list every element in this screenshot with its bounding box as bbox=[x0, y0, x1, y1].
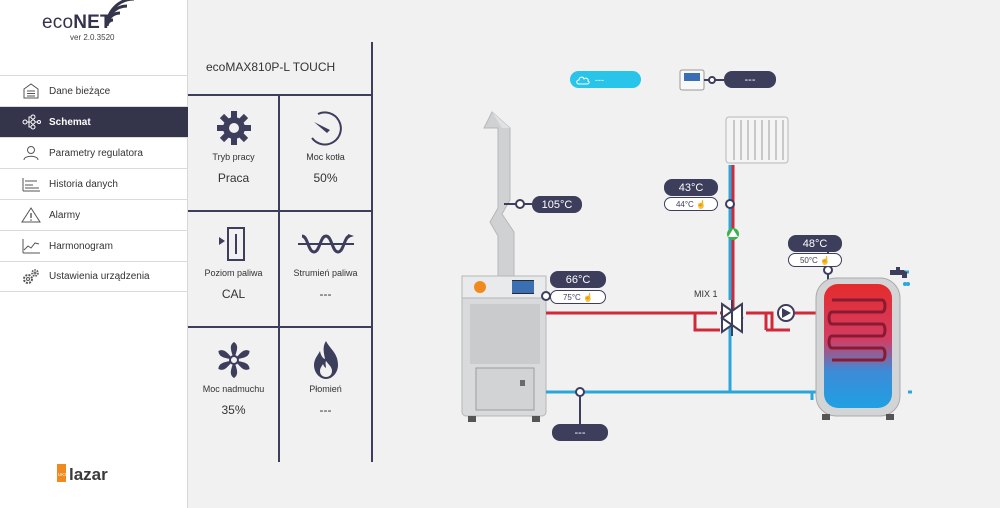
mixer-label: MIX 1 bbox=[694, 289, 718, 299]
device-title: ecoMAX810P-L TOUCH bbox=[206, 60, 336, 74]
sidebar-item-alarmy[interactable]: Alarmy bbox=[0, 199, 188, 230]
schematic-drawing bbox=[461, 69, 912, 424]
tile-value: Praca bbox=[217, 171, 250, 185]
tile-value: 50% bbox=[313, 171, 338, 185]
tank-temp-pill: 48°C bbox=[788, 235, 842, 252]
mixing-valve bbox=[720, 300, 744, 336]
history-icon bbox=[20, 175, 42, 193]
gauge-icon bbox=[280, 108, 371, 148]
sidebar-item-parametry-regulatora[interactable]: Parametry regulatora bbox=[0, 137, 188, 168]
logo-text: ecoNET bbox=[42, 12, 112, 33]
sidebar-item-dane-biezace[interactable]: Dane bieżące bbox=[0, 75, 188, 106]
tile-label: Moc kotła bbox=[306, 152, 345, 162]
tile-moc-kotla[interactable]: Moc kotła 50% bbox=[280, 96, 371, 214]
document-icon bbox=[20, 82, 42, 100]
panel-divider bbox=[188, 94, 371, 96]
outdoor-weather-pill[interactable]: --- bbox=[570, 71, 641, 88]
tile-label: Płomień bbox=[309, 384, 342, 394]
chimney bbox=[483, 111, 515, 279]
room-thermostat bbox=[679, 69, 724, 91]
flame-icon bbox=[280, 340, 371, 380]
sidebar-item-label: Ustawienia urządzenia bbox=[49, 271, 150, 282]
circuit-temp-pill: 43°C bbox=[664, 179, 718, 196]
network-icon bbox=[20, 113, 42, 131]
tile-strumien-paliwa[interactable]: Strumień paliwa --- bbox=[280, 212, 371, 330]
lazar-logo: UKS lazar bbox=[57, 461, 127, 485]
sidebar-item-schemat[interactable]: Schemat bbox=[0, 106, 188, 137]
sidebar-item-label: Schemat bbox=[49, 116, 91, 128]
sidebar-item-label: Parametry regulatora bbox=[49, 147, 143, 159]
brand-badge: UKS bbox=[58, 472, 67, 477]
tile-poziom-paliwa[interactable]: Poziom paliwa CAL bbox=[188, 212, 279, 330]
cloud-icon bbox=[576, 76, 590, 85]
radiator bbox=[725, 116, 789, 164]
gears-icon bbox=[20, 268, 42, 286]
brand-name: lazar bbox=[69, 465, 108, 484]
faucet-icon bbox=[890, 267, 907, 286]
circulation-pump bbox=[727, 228, 739, 240]
tile-label: Poziom paliwa bbox=[204, 268, 263, 278]
device-panel: ecoMAX810P-L TOUCH Tryb pracy Praca bbox=[188, 42, 373, 462]
warning-icon bbox=[20, 206, 42, 224]
fan-icon bbox=[188, 340, 279, 380]
sidebar-item-label: Historia danych bbox=[49, 178, 118, 190]
tile-tryb-pracy[interactable]: Tryb pracy Praca bbox=[188, 96, 279, 214]
tile-value: --- bbox=[319, 403, 332, 417]
boiler-setpoint-pill[interactable]: 75°C ☝ bbox=[550, 290, 606, 304]
tile-label: Tryb pracy bbox=[212, 152, 255, 162]
circuit-setpoint-pill[interactable]: 44°C ☝ bbox=[664, 197, 718, 211]
fuel-level-icon bbox=[188, 224, 279, 264]
chart-icon bbox=[20, 237, 42, 255]
tile-label: Strumień paliwa bbox=[293, 268, 358, 278]
gear-icon bbox=[188, 108, 279, 148]
tile-value: --- bbox=[319, 287, 332, 301]
sidebar-item-harmonogram[interactable]: Harmonogram bbox=[0, 230, 188, 261]
tile-value: 35% bbox=[221, 403, 246, 417]
return-temp-pill: --- bbox=[552, 424, 608, 441]
panel-right-border bbox=[371, 42, 373, 462]
boiler bbox=[461, 275, 547, 422]
dhw-pump bbox=[777, 304, 795, 322]
sidebar-item-label: Harmonogram bbox=[49, 240, 113, 252]
tile-label: Moc nadmuchu bbox=[202, 384, 265, 394]
econet-logo: ecoNET ver 2.0.3520 bbox=[0, 0, 188, 74]
flue-sensor bbox=[515, 199, 525, 209]
sidebar-item-historia-danych[interactable]: Historia danych bbox=[0, 168, 188, 199]
sidebar-menu: Dane bieżące Schemat Parametry regulator… bbox=[0, 75, 188, 292]
sidebar-item-label: Alarmy bbox=[49, 209, 81, 221]
room-temp-pill[interactable]: --- bbox=[724, 71, 776, 88]
tile-value: CAL bbox=[221, 287, 246, 301]
heating-schematic: --- --- 105°C 66°C 75°C ☝ 43°C 44°C ☝ MI… bbox=[372, 0, 1000, 508]
wifi-icon bbox=[105, 0, 135, 27]
hand-icon: ☝ bbox=[583, 292, 594, 302]
panel-divider bbox=[278, 96, 280, 462]
hand-icon: ☝ bbox=[820, 255, 831, 265]
tile-moc-nadmuchu[interactable]: Moc nadmuchu 35% bbox=[188, 328, 279, 446]
tile-plomien[interactable]: Płomień --- bbox=[280, 328, 371, 446]
hand-icon: ☝ bbox=[696, 199, 707, 209]
sidebar-item-label: Dane bieżące bbox=[49, 85, 111, 97]
outdoor-temp-value: --- bbox=[595, 74, 604, 85]
tank-setpoint-pill[interactable]: 50°C ☝ bbox=[788, 253, 842, 267]
sidebar-item-ustawienia-urzadzenia[interactable]: Ustawienia urządzenia bbox=[0, 261, 188, 292]
flue-temp-pill: 105°C bbox=[532, 196, 582, 213]
sidebar: ecoNET ver 2.0.3520 Dane bieżące Schemat bbox=[0, 0, 188, 508]
version-label: ver 2.0.3520 bbox=[70, 33, 115, 42]
hot-water-tank bbox=[815, 270, 910, 420]
user-icon bbox=[20, 144, 42, 162]
auger-icon bbox=[280, 224, 371, 264]
boiler-temp-pill: 66°C bbox=[550, 271, 606, 288]
